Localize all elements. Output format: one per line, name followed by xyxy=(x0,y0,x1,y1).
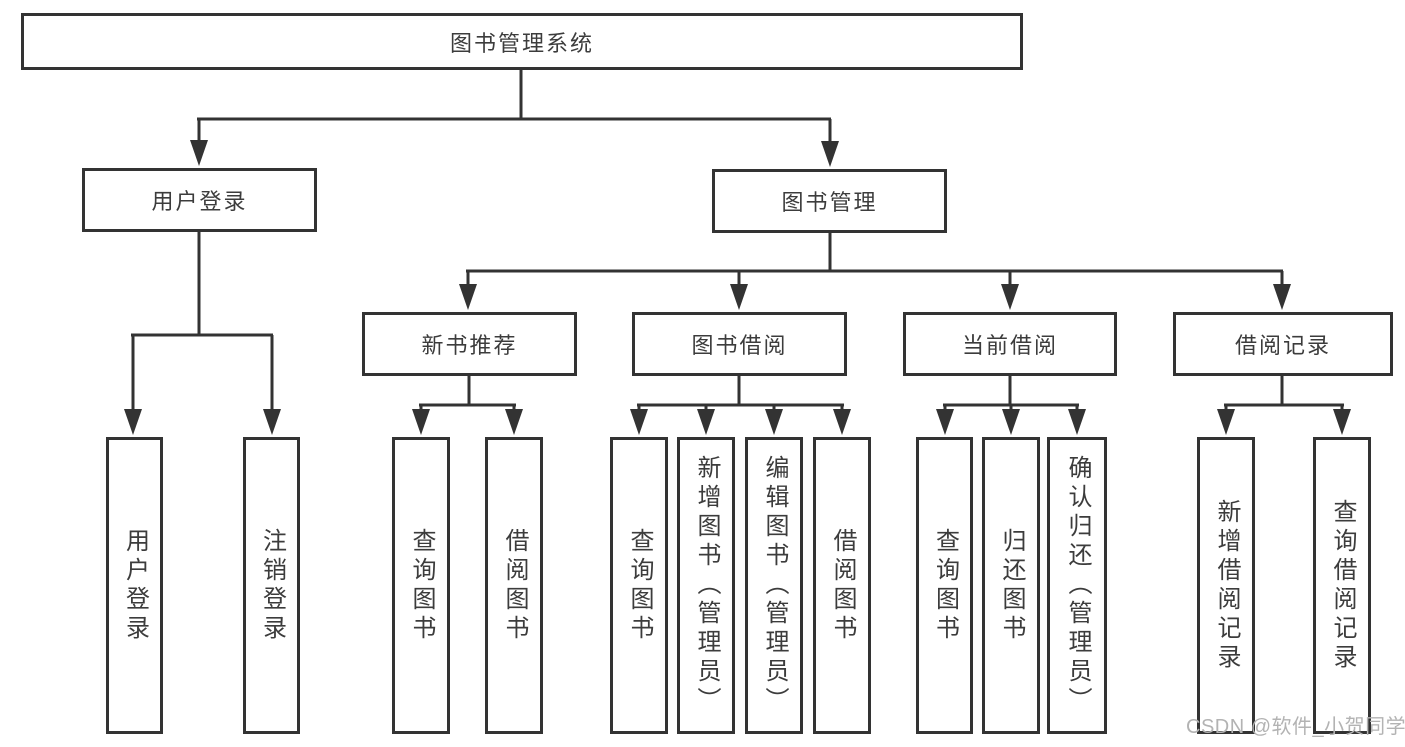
node-book-borrowing: 图书借阅 xyxy=(632,312,847,376)
leaf-edit-books-admin: 编辑图书（管理员） xyxy=(745,437,803,734)
leaf-add-borrow-record: 新增借阅记录 xyxy=(1197,437,1255,734)
leaf-return-books: 归还图书 xyxy=(982,437,1040,734)
node-new-book-recommendation: 新书推荐 xyxy=(362,312,577,376)
node-root-library-management-system: 图书管理系统 xyxy=(21,13,1023,70)
node-borrowing-records: 借阅记录 xyxy=(1173,312,1393,376)
leaf-user-login: 用户登录 xyxy=(106,437,163,734)
csdn-watermark: CSDN @软件_小贺同学 xyxy=(1186,716,1405,738)
node-current-borrowing: 当前借阅 xyxy=(903,312,1117,376)
leaf-query-borrow-record: 查询借阅记录 xyxy=(1313,437,1371,734)
leaf-current-query-books: 查询图书 xyxy=(916,437,973,734)
node-user-login: 用户登录 xyxy=(82,168,317,232)
node-book-management: 图书管理 xyxy=(712,169,947,233)
leaf-logout: 注销登录 xyxy=(243,437,300,734)
leaf-borrowing-borrow-books: 借阅图书 xyxy=(813,437,871,734)
leaf-confirm-return-admin: 确认归还（管理员） xyxy=(1047,437,1107,734)
leaf-borrowing-query-books: 查询图书 xyxy=(610,437,668,734)
leaf-add-books-admin: 新增图书（管理员） xyxy=(677,437,735,734)
leaf-recommend-query-books: 查询图书 xyxy=(392,437,450,734)
leaf-recommend-borrow-books: 借阅图书 xyxy=(485,437,543,734)
